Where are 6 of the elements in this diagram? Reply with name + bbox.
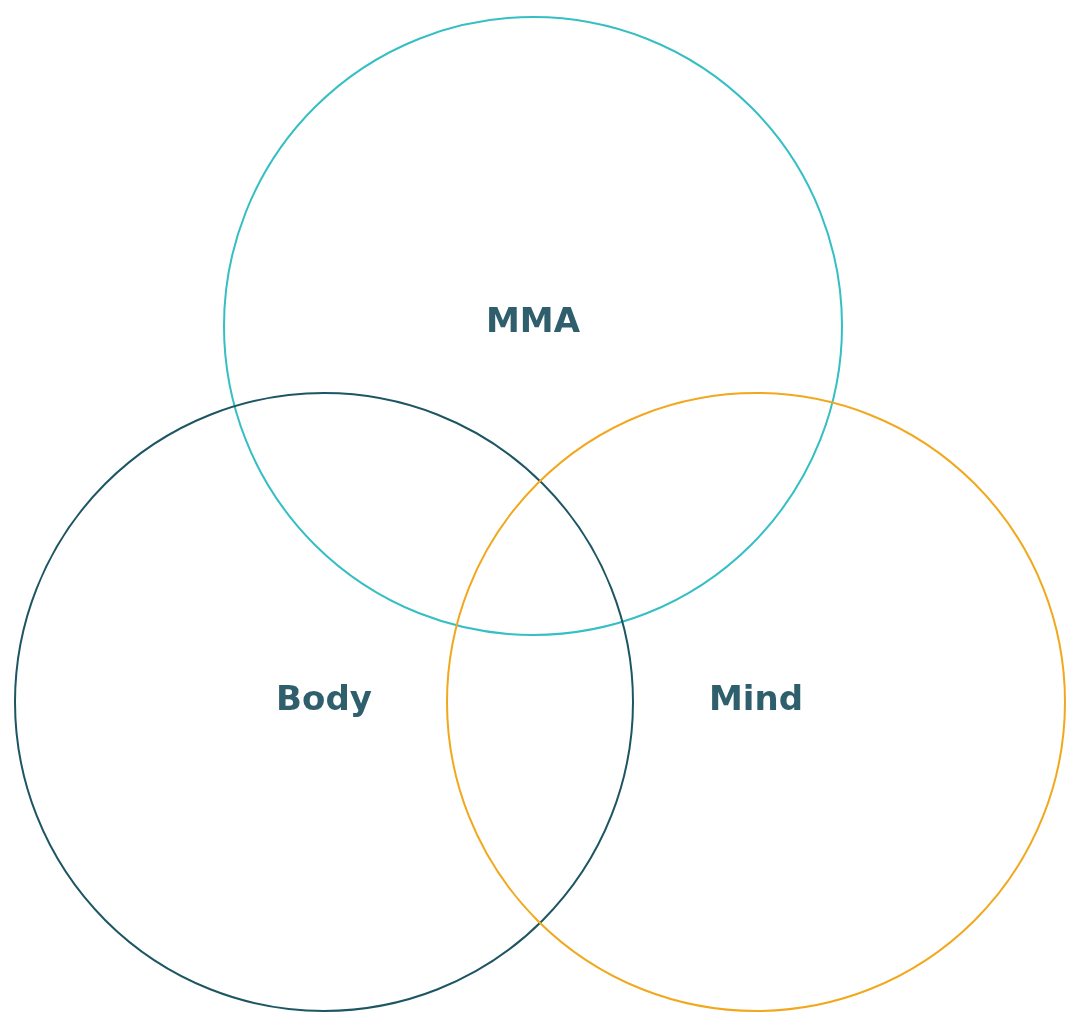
circle-label: Body xyxy=(276,678,372,718)
circle-label: MMA xyxy=(486,300,580,340)
venn-circle xyxy=(14,392,634,1012)
circle-label: Mind xyxy=(709,678,803,718)
venn-circle xyxy=(223,16,843,636)
venn-circle xyxy=(446,392,1066,1012)
